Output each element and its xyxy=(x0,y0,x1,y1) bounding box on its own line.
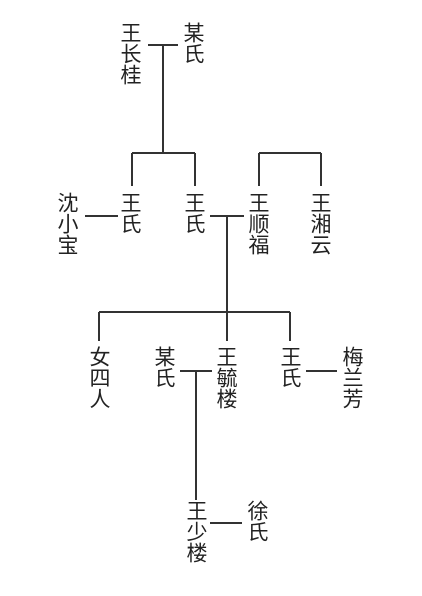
person-moushi-1: 某氏 xyxy=(181,22,205,64)
person-nv-siren: 女四人 xyxy=(87,346,111,409)
person-shen-xiaobao: 沈小宝 xyxy=(55,192,79,255)
person-wang-shunfu: 王顺福 xyxy=(246,192,270,255)
person-xushi: 徐氏 xyxy=(245,500,269,542)
person-wangshi-2: 王氏 xyxy=(182,192,206,234)
person-wangshi-1: 王氏 xyxy=(118,192,142,234)
person-wang-changgui: 王长桂 xyxy=(118,22,142,85)
person-moushi-2: 某氏 xyxy=(152,346,176,388)
person-wang-xiangyun: 王湘云 xyxy=(308,192,332,255)
person-mei-lanfang: 梅兰芳 xyxy=(340,346,364,409)
person-wang-shaolou: 王少楼 xyxy=(184,500,208,563)
person-wang-yulou: 王毓楼 xyxy=(214,346,238,409)
person-wangshi-3: 王氏 xyxy=(278,346,302,388)
